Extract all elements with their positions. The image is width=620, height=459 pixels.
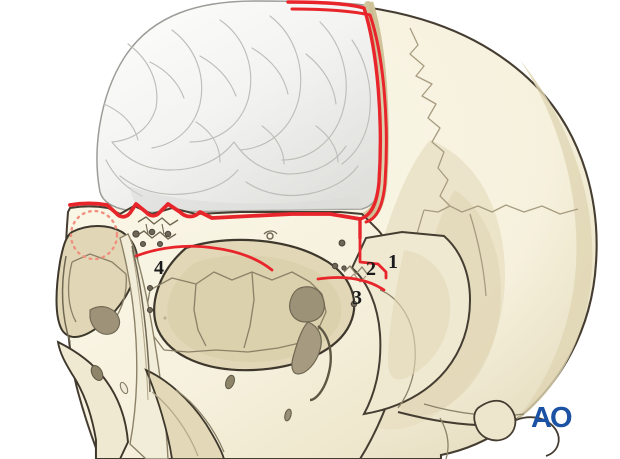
- facial-detail-lines: [61, 245, 151, 393]
- label-1: 1: [388, 251, 398, 273]
- label-2: 2: [366, 258, 376, 280]
- facial-skeleton: [55, 204, 560, 459]
- dotted-landmark-marker: [69, 209, 119, 261]
- nasofrontal-suture: [132, 216, 278, 320]
- exposed-brain: [96, 0, 385, 213]
- label-3: 3: [352, 287, 362, 309]
- ao-logo: AO: [531, 402, 572, 434]
- label-4: 4: [154, 257, 164, 279]
- osteotomy-lines: [68, 0, 388, 292]
